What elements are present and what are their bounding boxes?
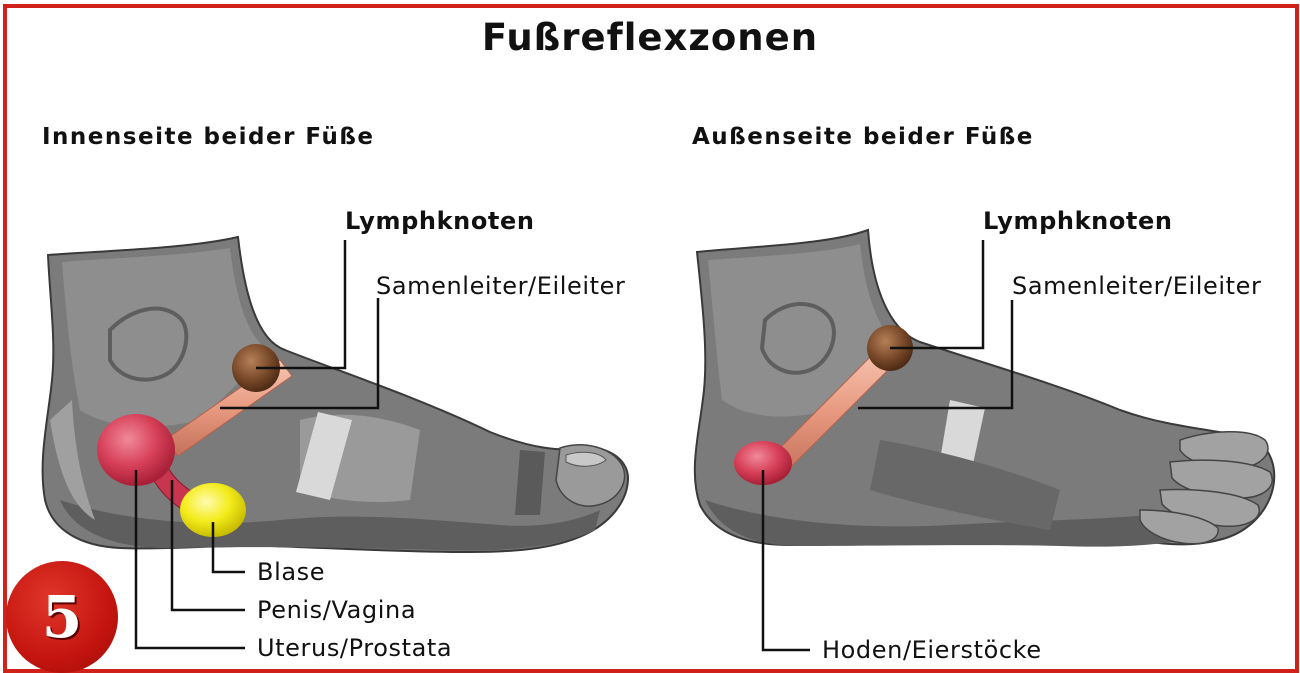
- right-label-samenleiter: Samenleiter/Eileiter: [1012, 272, 1262, 300]
- number-badge: 5: [6, 561, 118, 673]
- right-label-lymphknoten: Lymphknoten: [983, 207, 1173, 235]
- right-label-hoden-eierstoecke: Hoden/Eierstöcke: [822, 636, 1042, 664]
- left-label-uterus-prostata: Uterus/Prostata: [257, 634, 452, 662]
- left-label-penis-vagina: Penis/Vagina: [257, 596, 416, 624]
- left-label-lymphknoten: Lymphknoten: [345, 207, 535, 235]
- left-band-dark: [515, 450, 545, 515]
- left-label-blase: Blase: [257, 558, 325, 586]
- left-label-samenleiter: Samenleiter/Eileiter: [376, 272, 626, 300]
